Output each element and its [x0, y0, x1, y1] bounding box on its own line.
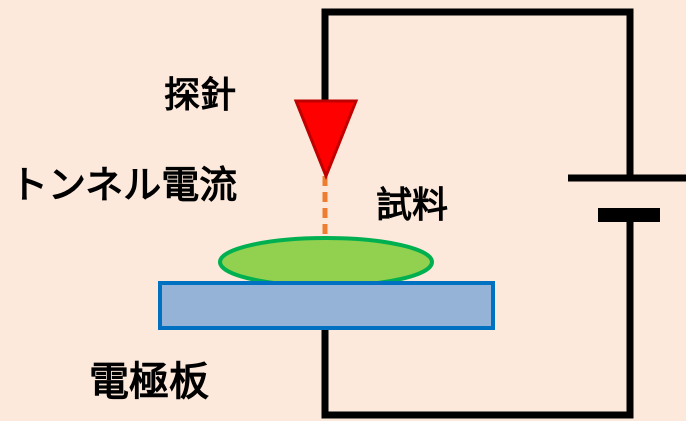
electrode-plate	[158, 281, 495, 330]
electrode-label: 電極板	[89, 359, 209, 405]
battery-short-plate	[598, 208, 660, 222]
sample-ellipse	[218, 236, 434, 288]
circuit-wire	[321, 8, 634, 178]
circuit-wire-bottom	[321, 222, 634, 419]
probe-label: 探針	[164, 75, 237, 116]
tunnel-current-label: トンネル電流	[10, 163, 238, 207]
probe-tip	[293, 99, 359, 181]
sample-label: 試料	[376, 185, 449, 226]
